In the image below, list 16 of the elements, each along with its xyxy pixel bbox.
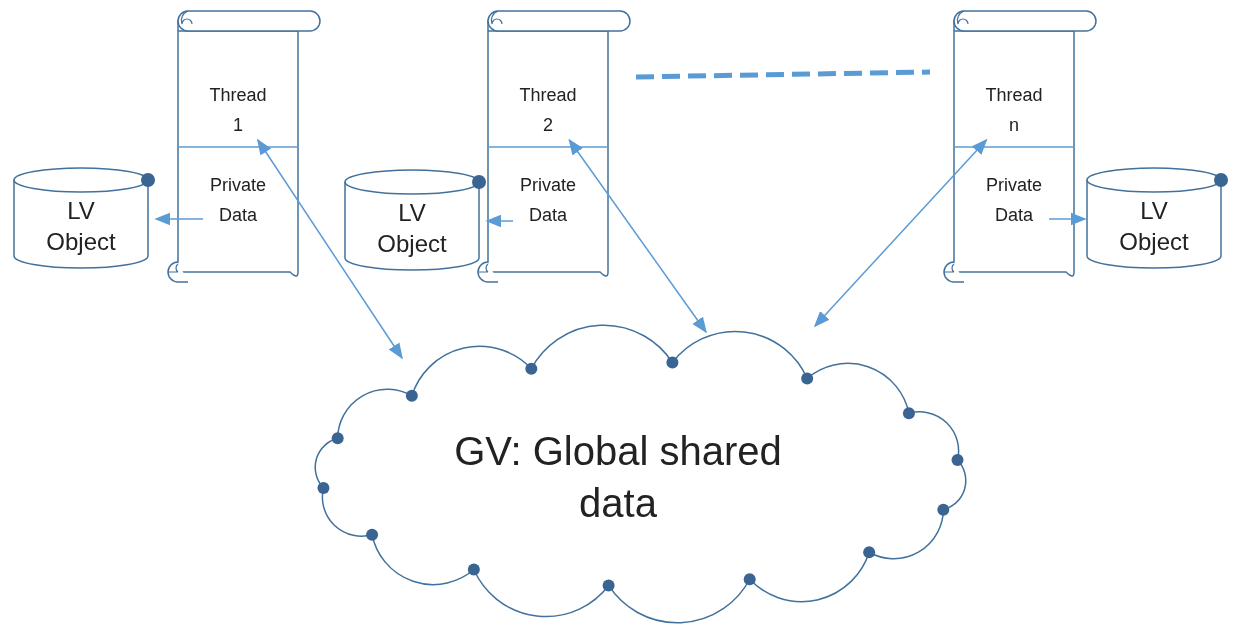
arrow xyxy=(485,214,514,228)
thread-section-label: Thread n xyxy=(979,80,1049,140)
thread-section-label: Private Data xyxy=(513,170,583,230)
arrow xyxy=(568,138,707,334)
thread-section-label: Private Data xyxy=(203,170,273,230)
thread-section-label: Thread 1 xyxy=(203,80,273,140)
cylinder-label: LV Object xyxy=(376,197,448,259)
arrow xyxy=(256,138,403,360)
cylinder-label: LV Object xyxy=(1118,195,1190,257)
thread-section-label: Thread 2 xyxy=(513,80,583,140)
cylinder-label: LV Object xyxy=(45,195,117,257)
arrow xyxy=(154,212,204,226)
thread-section-label: Private Data xyxy=(979,170,1049,230)
cloud-label: GV: Global shared data xyxy=(453,428,783,527)
arrow xyxy=(813,138,988,328)
arrow xyxy=(1048,212,1087,226)
